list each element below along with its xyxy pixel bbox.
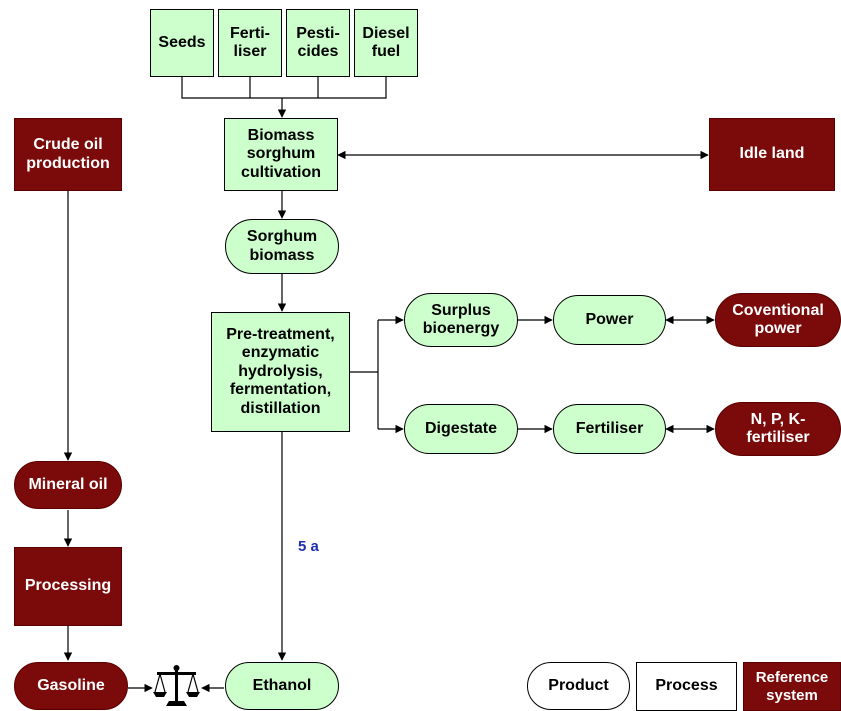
fertiliser-input-box: Ferti- liser (218, 9, 282, 77)
seeds-box: Seeds (150, 9, 214, 77)
idle-land-box: Idle land (709, 118, 835, 191)
npk-fertiliser-node: N, P, K- fertiliser (715, 402, 841, 456)
surplus-bioenergy-node: Surplus bioenergy (404, 293, 518, 347)
ethanol-node: Ethanol (225, 662, 339, 710)
balance-scale-icon (153, 665, 200, 706)
conventional-power-node: Coventional power (715, 293, 841, 347)
inputs-bracket (181, 77, 387, 99)
pesticides-box: Pesti- cides (286, 9, 350, 77)
legend-process: Process (636, 662, 737, 711)
legend-reference-system: Reference system (743, 662, 841, 711)
crude-oil-production-box: Crude oil production (14, 118, 122, 191)
processing-box: Processing (14, 547, 122, 626)
legend-product: Product (527, 662, 630, 710)
sorghum-biomass-node: Sorghum biomass (225, 219, 339, 274)
pretreatment-box: Pre-treatment, enzymatic hydrolysis, fer… (211, 312, 350, 432)
mineral-oil-node: Mineral oil (14, 461, 122, 509)
biomass-cultivation-box: Biomass sorghum cultivation (224, 118, 338, 191)
fertiliser-product-node: Fertiliser (553, 404, 666, 454)
gasoline-node: Gasoline (14, 662, 128, 710)
power-node: Power (553, 295, 666, 345)
diesel-fuel-box: Diesel fuel (354, 9, 418, 77)
scenario-annotation: 5 a (298, 538, 319, 555)
digestate-node: Digestate (404, 404, 518, 454)
